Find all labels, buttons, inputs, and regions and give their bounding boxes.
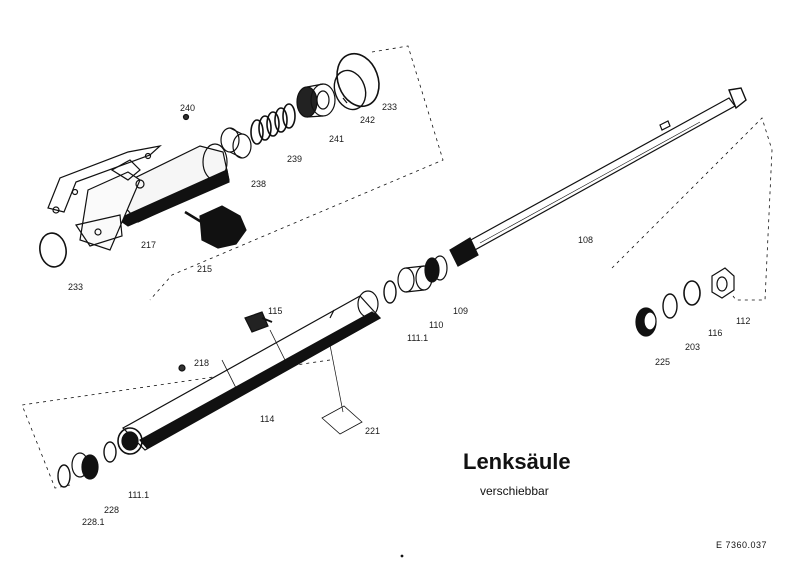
tube-114	[117, 290, 382, 455]
shaft-108	[449, 87, 747, 267]
bearing-228	[71, 452, 99, 480]
label-108: 108	[578, 235, 594, 245]
circlip-233-left	[39, 232, 67, 268]
label-114: 114	[260, 414, 275, 424]
label-228: 228	[104, 505, 120, 515]
label-233-top: 233	[382, 102, 398, 112]
label-240: 240	[180, 103, 196, 113]
bearing-109	[424, 255, 448, 283]
label-116: 116	[708, 328, 723, 338]
label-217: 217	[141, 240, 157, 250]
washer-203	[662, 293, 678, 319]
label-238: 238	[251, 179, 267, 189]
seal-225	[635, 307, 657, 337]
label-215: 215	[197, 264, 213, 274]
label-225: 225	[655, 357, 671, 367]
document-number: E 7360.037	[716, 540, 768, 550]
knob-215	[184, 205, 247, 249]
ring-111-1-top	[383, 280, 397, 304]
spring-239	[250, 103, 296, 145]
stray-dot	[400, 554, 404, 558]
label-233-left: 233	[68, 282, 84, 292]
label-218: 218	[194, 358, 210, 368]
label-112: 112	[736, 316, 751, 326]
label-111-1-bottom: 111.1	[128, 490, 150, 500]
drawing-title: Lenksäule	[463, 449, 571, 474]
bearing-241	[296, 83, 336, 118]
label-228-1: 228.1	[82, 517, 105, 527]
label-221: 221	[365, 426, 381, 436]
screw-218	[178, 364, 186, 372]
housing-217	[47, 143, 230, 251]
pin-240	[182, 113, 190, 121]
label-109: 109	[453, 306, 469, 316]
assembly-outline-right	[611, 117, 773, 301]
label-115: 115	[268, 306, 283, 316]
label-203: 203	[685, 342, 701, 352]
sleeve-238	[220, 127, 252, 159]
assembly-outline-upper	[149, 45, 444, 301]
label-110: 110	[429, 320, 444, 330]
washer-228-1	[57, 464, 71, 488]
ring-111-1-bottom	[103, 441, 117, 463]
sleeve-110	[397, 265, 433, 293]
ring-242	[333, 69, 367, 111]
plate-221	[321, 344, 363, 435]
label-239: 239	[287, 154, 303, 164]
label-241: 241	[329, 134, 345, 144]
label-111-1-top: 111.1	[407, 333, 429, 343]
drawing-subtitle: verschiebbar	[480, 484, 549, 498]
clamp-115	[244, 311, 273, 333]
label-242: 242	[360, 115, 376, 125]
nut-112	[711, 267, 735, 299]
ring-116	[683, 280, 701, 306]
circlip-233-top	[336, 52, 380, 108]
